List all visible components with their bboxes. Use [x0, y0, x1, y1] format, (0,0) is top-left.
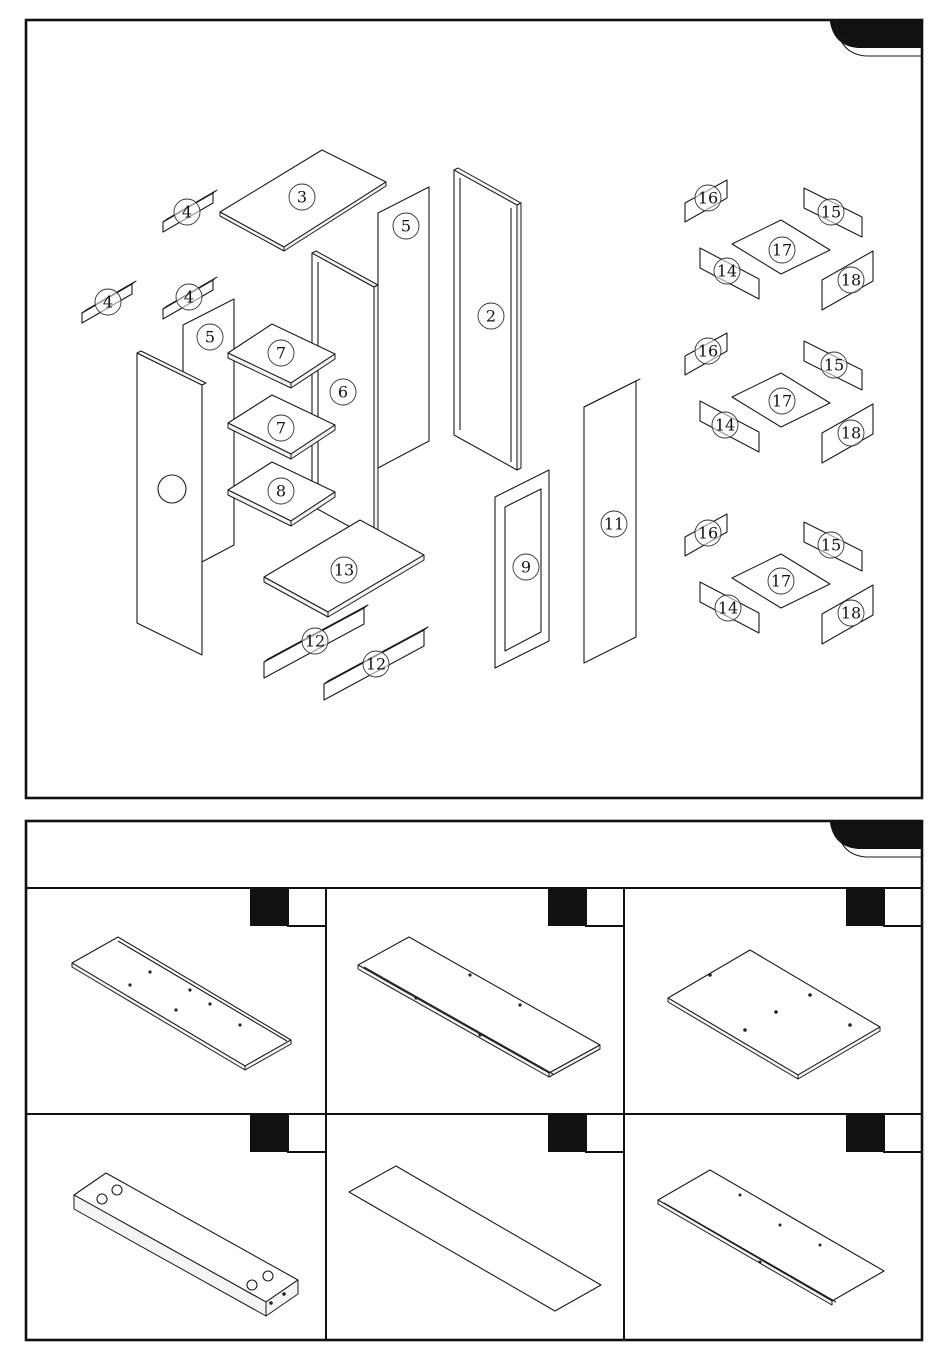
callout-label: 17: [771, 572, 791, 591]
callout-label: 15: [821, 536, 841, 555]
callout-label: 16: [698, 189, 718, 208]
callout-label: 4: [182, 203, 192, 222]
part-cell-back-panel: [349, 1166, 601, 1311]
part-callout: 4: [176, 284, 202, 310]
part-callout: 17: [769, 388, 795, 414]
part-callout: 5: [393, 213, 419, 239]
part-callout: 2: [478, 303, 504, 329]
part-callout: 15: [818, 199, 844, 225]
callout-label: 9: [521, 558, 531, 577]
callout-label: 7: [276, 419, 286, 438]
part-cell-side-panel-right: [358, 937, 600, 1077]
part-callout: 18: [838, 600, 864, 626]
callout-label: 14: [715, 416, 735, 435]
part-callout: 17: [768, 568, 794, 594]
callout-label: 3: [297, 188, 307, 207]
part-callout: 7: [268, 340, 294, 366]
part-callout: 18: [838, 267, 864, 293]
callout-label: 15: [821, 203, 841, 222]
part-callout: 5: [197, 324, 223, 350]
callout-label: 8: [276, 482, 286, 501]
part-callout: 15: [821, 352, 847, 378]
callout-label: 4: [103, 293, 113, 312]
part-cell-divider-panel: [658, 1170, 884, 1305]
part-cell-rail-with-holes: [74, 1173, 298, 1316]
corner-tab: [830, 20, 922, 48]
callout-label: 18: [841, 271, 861, 290]
part-callout: 4: [174, 199, 200, 225]
callout-label: 14: [718, 599, 738, 618]
callout-label: 13: [334, 561, 354, 580]
callout-label: 14: [717, 262, 737, 281]
callout-label: 7: [276, 344, 286, 363]
part-callout: 15: [818, 532, 844, 558]
corner-tab: [830, 821, 922, 849]
part-callout: 14: [712, 412, 738, 438]
part-callout: 16: [695, 185, 721, 211]
callout-label: 11: [604, 515, 624, 534]
callout-label: 16: [698, 524, 718, 543]
callout-label: 15: [824, 356, 844, 375]
callout-label: 12: [305, 632, 325, 651]
part-callout: 7: [268, 415, 294, 441]
callout-label: 2: [486, 307, 496, 326]
callout-label: 18: [841, 424, 861, 443]
part-callout: 14: [714, 258, 740, 284]
part-callout: 9: [513, 554, 539, 580]
part-callout: 14: [715, 595, 741, 621]
part-callout: 16: [695, 338, 721, 364]
callout-label: 17: [772, 241, 792, 260]
callout-label: 16: [698, 342, 718, 361]
part-callout: 12: [363, 651, 389, 677]
part-callout: 8: [268, 478, 294, 504]
part-callout: 11: [601, 511, 627, 537]
callout-label: 5: [205, 328, 215, 347]
part-cell-top-panel: [668, 950, 880, 1079]
part-callout: 4: [95, 289, 121, 315]
callout-label: 6: [338, 383, 348, 402]
part-cell-side-panel-left: [72, 937, 291, 1070]
large-side-panel: [137, 351, 206, 655]
part-callout: 17: [769, 237, 795, 263]
part-callout: 16: [695, 520, 721, 546]
part-callout: 12: [302, 628, 328, 654]
part-callout: 6: [330, 379, 356, 405]
part-12-plinth-rails: [264, 605, 428, 700]
part-callout: 3: [289, 184, 315, 210]
callout-label: 4: [184, 288, 194, 307]
part-callout: 18: [838, 420, 864, 446]
part-callout: 13: [331, 557, 357, 583]
callout-label: 5: [401, 217, 411, 236]
callout-label: 12: [366, 655, 386, 674]
callout-label: 18: [841, 604, 861, 623]
callout-label: 17: [772, 392, 792, 411]
